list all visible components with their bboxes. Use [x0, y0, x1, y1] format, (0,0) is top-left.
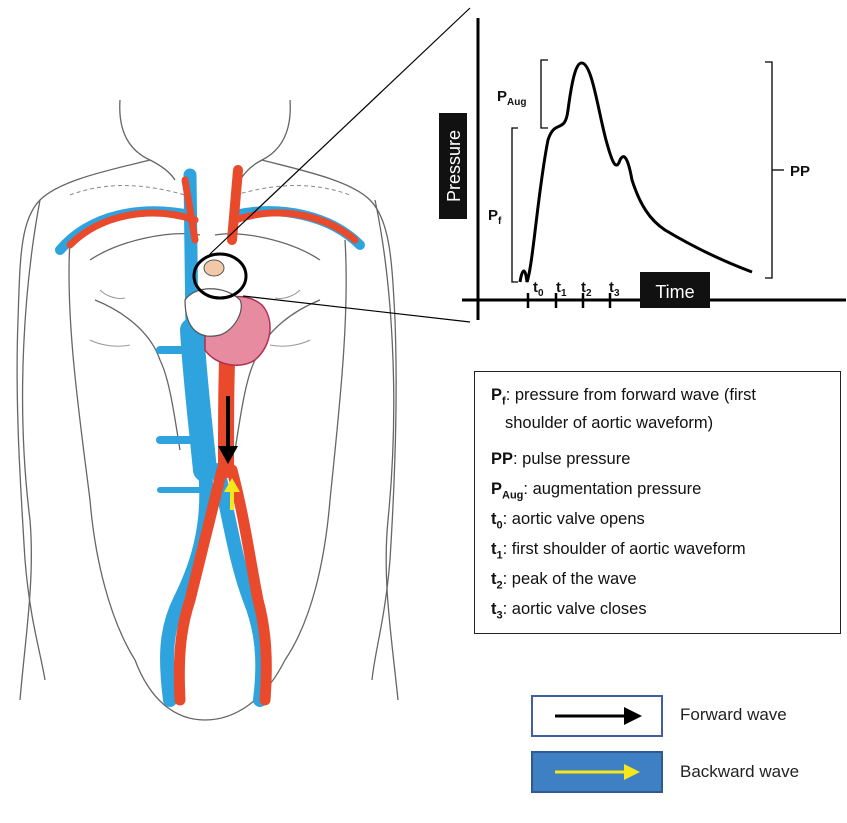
- def-pf: Pf: pressure from forward wave (first: [491, 386, 756, 407]
- p-aug-label: PAug: [497, 88, 526, 108]
- rib-lines: [70, 186, 350, 195]
- pp-bracket: [765, 62, 784, 278]
- tick-t1: t1: [556, 279, 567, 299]
- definitions-box: Pf: pressure from forward wave (first sh…: [474, 371, 841, 634]
- p-f-label: Pf: [488, 207, 502, 227]
- waveform-chart: Pressure Time t0 t1 t2 t3 PAug Pf PP: [439, 18, 846, 320]
- def-paug: PAug: augmentation pressure: [491, 480, 701, 501]
- def-t2: t2: peak of the wave: [491, 570, 637, 591]
- def-pf-cont: shoulder of aortic waveform): [505, 414, 713, 433]
- p-aug-bracket: [541, 60, 548, 128]
- def-t3: t3: aortic valve closes: [491, 600, 647, 621]
- def-t0: t0: aortic valve opens: [491, 510, 645, 531]
- tick-t0: t0: [533, 279, 544, 299]
- key-backward-label: Backward wave: [680, 762, 799, 782]
- tick-labels: t0 t1 t2 t3: [533, 279, 620, 299]
- key-forward-label: Forward wave: [680, 705, 787, 725]
- def-t1: t1: first shoulder of aortic waveform: [491, 540, 746, 561]
- pressure-waveform: [520, 63, 752, 282]
- p-f-bracket: [512, 128, 518, 282]
- callout-line-top: [210, 8, 470, 254]
- pressure-label: Pressure: [444, 130, 464, 202]
- callout-line-bottom: [243, 296, 470, 322]
- key-forward: [532, 696, 662, 736]
- key-backward: [532, 752, 662, 792]
- time-label: Time: [655, 282, 694, 302]
- def-pp: PP: pulse pressure: [491, 450, 630, 469]
- pp-label: PP: [790, 163, 810, 180]
